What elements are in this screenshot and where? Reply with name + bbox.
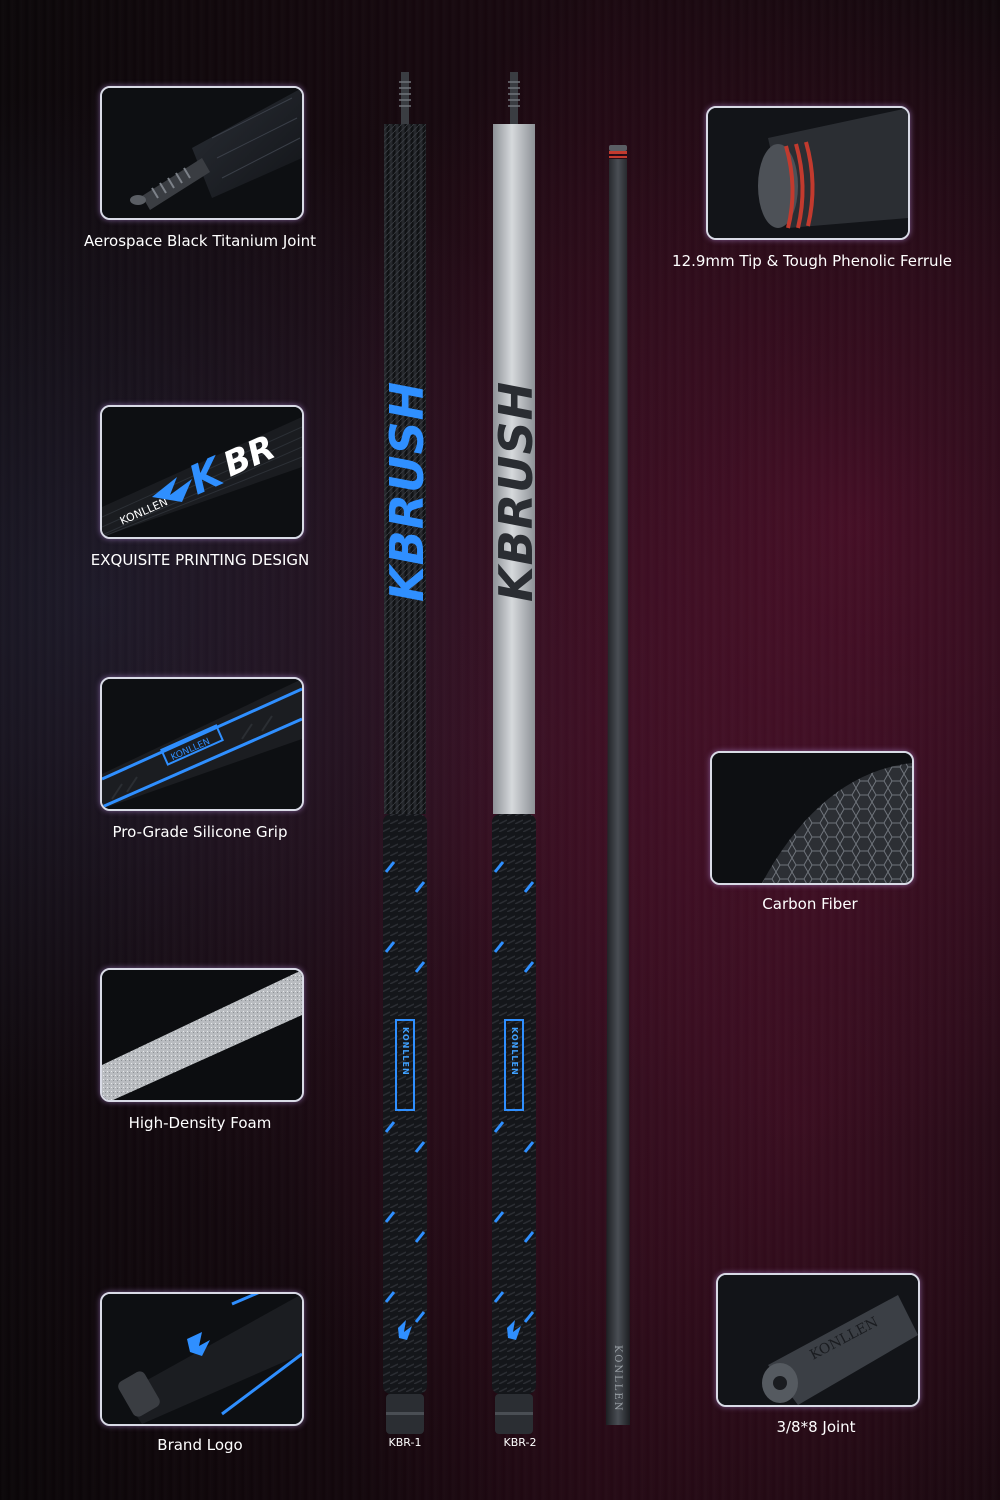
- titanium-joint-image: [102, 88, 302, 218]
- cue-kbr2-body: [492, 72, 536, 1434]
- kbr1-brand-print: KBRUSH: [380, 380, 434, 602]
- caption-joint: 3/8*8 Joint: [776, 1418, 856, 1436]
- kbr1-grip-brand: KONLLEN: [401, 1027, 410, 1076]
- kbr2-wolf-logo-icon: [507, 1320, 521, 1340]
- wolf-logo-icon: [187, 1332, 210, 1356]
- label-kbr1: KBR-1: [388, 1436, 422, 1449]
- tip-ferrule-image: [708, 108, 908, 238]
- carbon-fiber-image: [712, 753, 912, 883]
- brand-logo-image: [102, 1294, 302, 1424]
- cue-kbr2: KBRUSH KONLLEN: [489, 72, 543, 1442]
- kbr1-wolf-logo-icon: [398, 1320, 412, 1340]
- label-kbr2: KBR-2: [503, 1436, 537, 1449]
- silicone-grip-image: KONLLEN: [102, 679, 302, 809]
- printing-design-image: KONLLEN K BR: [102, 407, 302, 537]
- feature-card-foam: [100, 968, 304, 1102]
- feature-card-printing-design: KONLLEN K BR: [100, 405, 304, 539]
- feature-card-titanium-joint: [100, 86, 304, 220]
- feature-card-brand-logo: [100, 1292, 304, 1426]
- kbr2-brand-print: KBRUSH: [489, 380, 543, 602]
- feature-card-tip-ferrule: [706, 106, 910, 240]
- caption-carbon-fiber: Carbon Fiber: [762, 895, 858, 913]
- feature-card-joint: KONLLEN: [716, 1273, 920, 1407]
- caption-tip-ferrule: 12.9mm Tip & Tough Phenolic Ferrule: [672, 252, 952, 270]
- cue-kbr1-body: [383, 72, 427, 1434]
- shaft-body: [606, 145, 630, 1425]
- foam-image: [102, 970, 302, 1100]
- joint-image: KONLLEN: [718, 1275, 918, 1405]
- feature-card-silicone-grip: KONLLEN: [100, 677, 304, 811]
- shaft: KONLLEN: [605, 145, 631, 1425]
- caption-titanium-joint: Aerospace Black Titanium Joint: [83, 232, 317, 250]
- shaft-brand-text: KONLLEN: [612, 1345, 623, 1413]
- caption-silicone-grip: Pro-Grade Silicone Grip: [112, 823, 288, 841]
- cue-kbr1: KBRUSH KONLLEN: [380, 72, 434, 1442]
- joint-hole-icon: [773, 1376, 787, 1390]
- kbr2-grip-brand: KONLLEN: [510, 1027, 519, 1076]
- caption-foam: High-Density Foam: [128, 1114, 272, 1132]
- feature-card-carbon-fiber: [710, 751, 914, 885]
- caption-printing-design: EXQUISITE PRINTING DESIGN: [90, 551, 310, 569]
- caption-brand-logo: Brand Logo: [157, 1436, 243, 1454]
